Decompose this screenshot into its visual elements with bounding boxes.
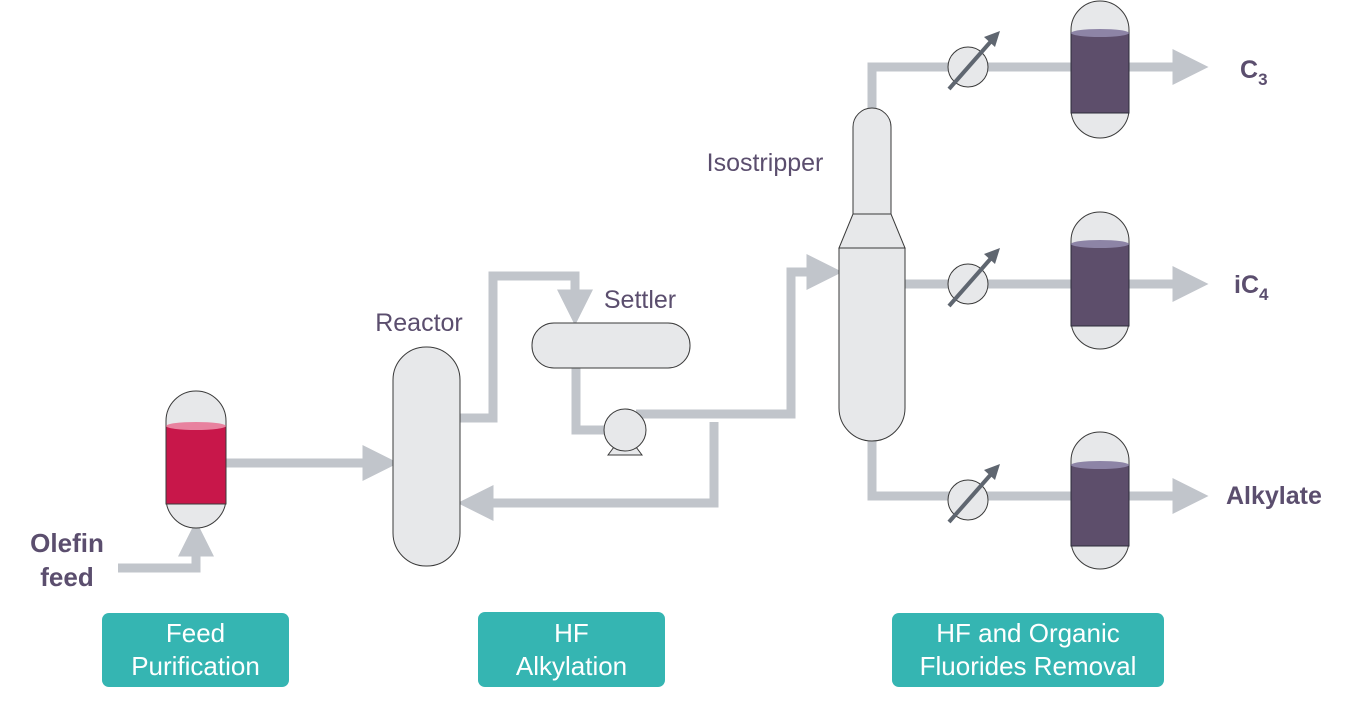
settler-label: Settler	[604, 286, 676, 314]
reactor-label: Reactor	[375, 309, 463, 337]
product-c3-main: C	[1240, 56, 1258, 84]
stage-hf-alkylation-line1: HF	[554, 617, 589, 648]
stage-feed-purification: Feed Purification	[102, 613, 289, 687]
stage-hf-alkylation-line2: Alkylation	[515, 650, 628, 681]
stage-feed-purification-line2: Purification	[131, 651, 260, 681]
recycle-to-reactor-pipe	[457, 422, 719, 521]
isostripper-label: Isostripper	[707, 149, 824, 177]
heater-icon-ic4	[947, 248, 1000, 308]
pump-to-isostripper-pipe	[636, 254, 843, 419]
olefin-feed-pipe	[118, 520, 214, 573]
treater-vessel-c3	[1070, 0, 1130, 139]
pump-icon	[603, 408, 647, 456]
treater-vessel-ic4	[1070, 211, 1130, 350]
heater-icon-c3	[947, 31, 1000, 91]
heater-icon-alkylate	[947, 464, 1000, 524]
olefin-feed-label-line2: feed	[40, 562, 93, 592]
bottoms-to-alkylate-pipe	[867, 440, 1209, 514]
stage-feed-purification-line1: Feed	[165, 618, 226, 648]
reactor-vessel	[392, 346, 461, 567]
stage-fluorides-removal-line1: HF and Organic	[936, 618, 1120, 648]
isostripper-column	[838, 107, 906, 442]
treater-vessel-alkylate	[1070, 431, 1130, 570]
product-c3-label: C3	[1240, 56, 1268, 89]
olefin-feed-label-line1: Olefin	[30, 528, 104, 558]
product-ic4-subscript: 4	[1259, 285, 1269, 304]
reactor-to-settler-pipe	[460, 271, 593, 423]
stage-fluorides-removal-line2: Fluorides Removal	[919, 651, 1137, 681]
stage-hf-alkylation: HF Alkylation	[478, 612, 665, 687]
product-alkylate-label: Alkylate	[1226, 482, 1322, 510]
overhead-to-c3-pipe	[867, 49, 1209, 113]
product-ic4-label: iC4	[1234, 271, 1269, 304]
product-c3-subscript: 3	[1258, 70, 1267, 89]
settler-to-pump-pipe	[571, 368, 604, 435]
feed-purification-drum	[165, 390, 227, 529]
product-ic4-main: iC	[1234, 271, 1259, 299]
settler-vessel	[531, 322, 691, 369]
stage-hf-organic-fluorides-removal: HF and Organic Fluorides Removal	[892, 613, 1164, 687]
